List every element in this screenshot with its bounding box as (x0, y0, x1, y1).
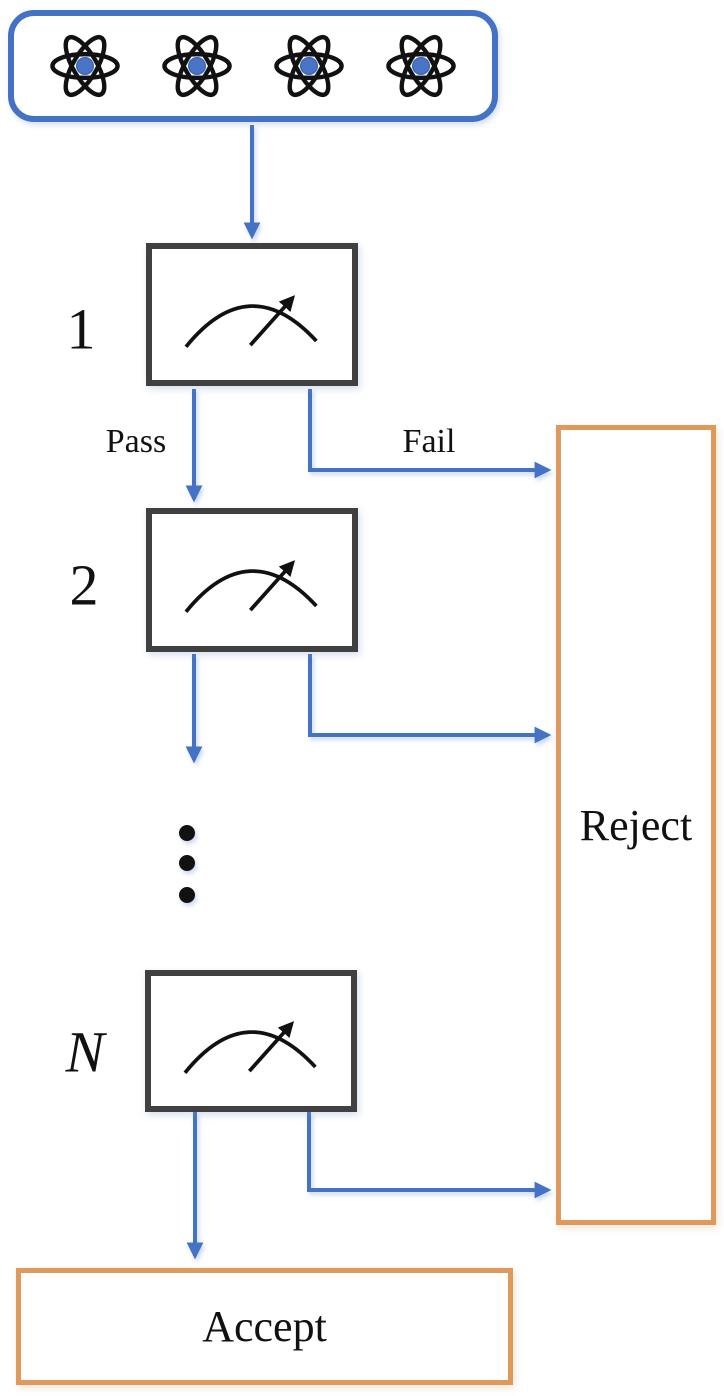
vertical-ellipsis-dots (179, 825, 195, 903)
measurement-box-n (145, 970, 357, 1112)
atom-icon (265, 26, 353, 106)
atom-icon (377, 26, 465, 106)
measurement-box-2 (146, 508, 358, 652)
stage-label-1: 1 (66, 296, 96, 362)
measurement-box-1 (146, 243, 358, 386)
stage-label-2: 2 (69, 552, 99, 618)
atom-icon (41, 26, 129, 106)
reject-label: Reject (579, 800, 693, 850)
meter-icon (158, 982, 344, 1100)
arrow-fail-stageN-to-reject (307, 1112, 552, 1199)
particle-source-box (8, 10, 498, 122)
meter-icon (159, 256, 345, 374)
atom-icon (153, 26, 241, 106)
accept-box: Accept (16, 1268, 513, 1385)
reject-box: Reject (556, 425, 716, 1225)
arrow-fail-stage2-to-reject (308, 654, 552, 744)
accept-label: Accept (202, 1302, 327, 1351)
meter-icon (159, 521, 345, 639)
fail-label: Fail (402, 423, 456, 460)
stage-label-n: N (65, 1019, 105, 1085)
pass-label: Pass (105, 423, 167, 460)
